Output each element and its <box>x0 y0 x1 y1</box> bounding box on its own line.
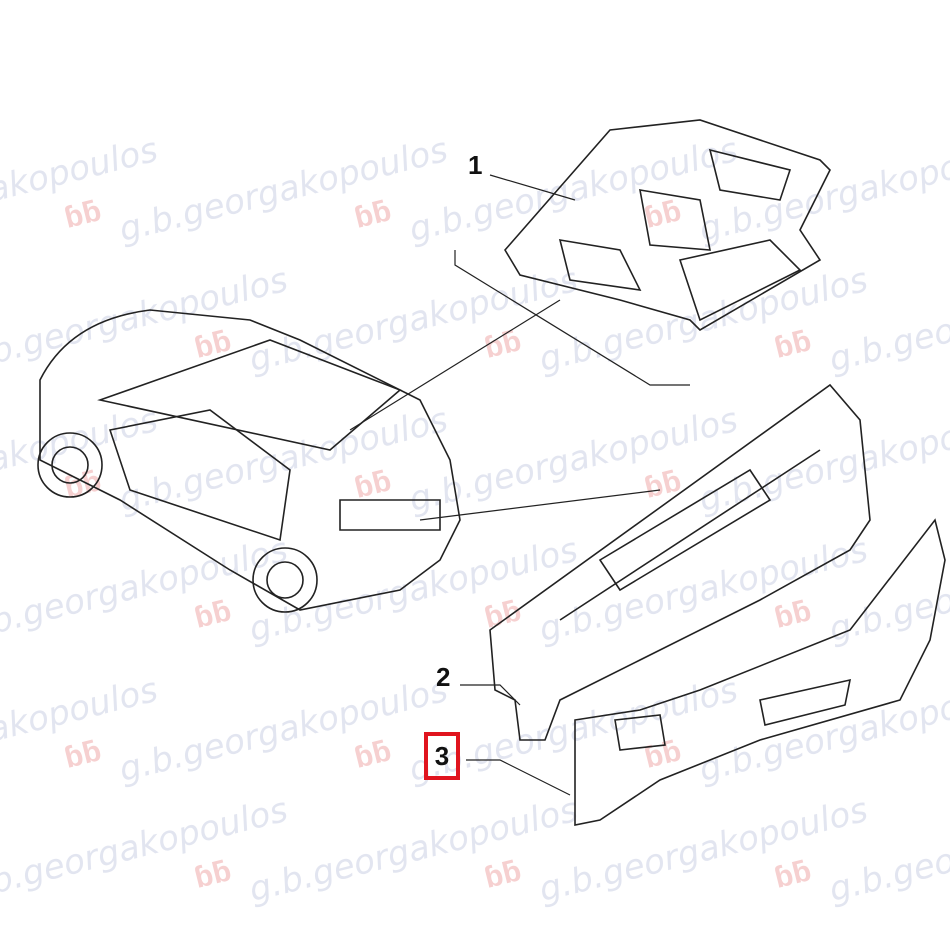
car-illustration <box>37 309 461 613</box>
callout-1[interactable]: 1 <box>468 150 483 180</box>
callout-3-highlighted[interactable]: 3 <box>424 732 460 780</box>
part-3-rear-panel-outer[interactable] <box>574 518 946 826</box>
part-2-rear-panel-inner[interactable] <box>489 383 871 741</box>
callout-2[interactable]: 2 <box>436 662 451 692</box>
leader-lines <box>349 174 690 796</box>
part-1-floor-panel[interactable] <box>504 119 831 332</box>
